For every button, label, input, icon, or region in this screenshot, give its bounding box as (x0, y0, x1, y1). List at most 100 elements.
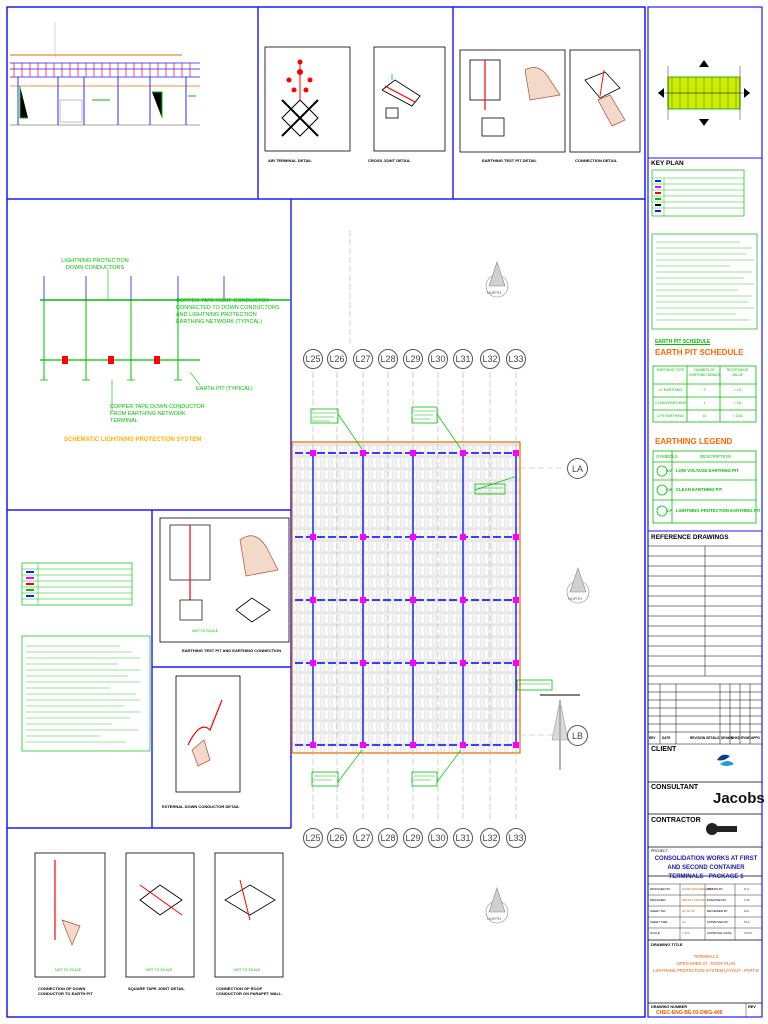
key-plan-label: KEY PLAN (651, 160, 684, 167)
signature-label: SHEET SIZE (650, 920, 668, 924)
project-title: CONSOLIDATION WORKS AT FIRST AND SECOND … (654, 856, 758, 880)
not-to-scale-3: NOT TO SCALE (146, 968, 173, 972)
bottom-details (34, 852, 284, 978)
revision-header: DRAWN (721, 736, 734, 740)
not-to-scale-4: NOT TO SCALE (234, 968, 261, 972)
schematic-label-roof-conductor: COPPER TAPE ROOF CONDUCTOR CONNECTED TO … (176, 298, 280, 325)
not-to-scale-2: NOT TO SCALE (55, 968, 82, 972)
grid-bubble-bottom: L29 (403, 828, 423, 848)
detail-title-cross-joint: CROSS JOINT DETAIL (368, 158, 411, 163)
key-plan (648, 60, 762, 159)
earth-pit-schedule-table (652, 365, 757, 423)
detail-title-connection-earth-pit: CONNECTION OF DOWN CONDUCTOR TO EARTH PI… (38, 986, 93, 996)
revision-header: REV (649, 736, 656, 740)
row-bubble: LB (567, 725, 588, 746)
north-label-1: NORTH (487, 290, 502, 295)
legend-table-left (21, 562, 151, 752)
keyplan-legend (651, 169, 745, 217)
revision-header: APPD (751, 736, 760, 740)
legend-symbol: LV (667, 468, 672, 473)
signature-value-2: A.M. (744, 898, 751, 902)
rev-label: REV (748, 1005, 756, 1009)
grid-bubble-top: L28 (378, 349, 398, 369)
schematic-label-down-conductor: COPPER TAPE DOWN CONDUCTOR FROM EARTHING… (110, 404, 205, 424)
detail-title-test-pit: EARTHING TEST PIT DETAIL (482, 158, 537, 163)
detail-cross-joint (373, 46, 446, 152)
earth-pit-schedule-heading: EARTH PIT SCHEDULE (655, 348, 744, 357)
signature-label: SHEET NO. (650, 909, 667, 913)
earth-pit-cell: 1 (703, 401, 706, 405)
revision-header: CHKD (731, 736, 741, 740)
signature-label: SCALE (650, 931, 660, 935)
signature-value: SELECT PROJECT (682, 898, 709, 902)
grid-bubble-bottom: L33 (506, 828, 526, 848)
grid-bubble-bottom: L26 (327, 828, 347, 848)
drawing-title-line-2: OPEN SHED 07 - ROOF PLAN (676, 961, 736, 966)
signature-value-2: M.K. (744, 909, 751, 913)
detail-title-down-conductor: EXTERNAL DOWN CONDUCTOR DETAIL (162, 804, 240, 809)
revision-header: REVISION DETAILS (690, 736, 720, 740)
detail-title-square-tape-joint: SQUARE TAPE JOINT DETAIL (128, 986, 185, 991)
grid-bubble-top: L30 (428, 349, 448, 369)
earth-pit-header: EARTHING TYPE (656, 368, 685, 372)
drawing-title-line-1: TERMINAL 2 (693, 954, 719, 959)
consultant-logo: Jacobs (713, 790, 765, 807)
detail-air-terminal (264, 46, 351, 152)
signature-value-2: M.A. (744, 920, 751, 924)
general-notes (651, 233, 758, 330)
earth-pit-header: RESISTANCE VALUE (726, 368, 749, 377)
detail-earthing-test-pit (159, 517, 290, 643)
legend-description: LIGHTNING PROTECTION EARTHING PIT (676, 508, 761, 513)
legend-symbol: CE (667, 487, 673, 492)
north-label-3: NORTH (487, 916, 502, 921)
grid-bubble-bottom: L32 (480, 828, 500, 848)
detail-connection (569, 49, 641, 153)
signature-label-2: APPROVED BY (707, 920, 729, 924)
schematic-lps (40, 270, 290, 412)
contractor-label: CONTRACTOR (651, 817, 701, 824)
earth-pit-cell: < 1Ω (733, 388, 742, 392)
client-logo (717, 754, 734, 766)
signature-label-2: CHECKED BY (707, 898, 727, 902)
earthing-legend-heading: EARTHING LEGEND (655, 437, 733, 446)
detail-external-down-conductor (175, 675, 241, 793)
detail-title-connection: CONNECTION DETAIL (575, 158, 618, 163)
drawing-number: CHEC-ENG-BE-03-DWG-406 (656, 1010, 723, 1016)
legend-header-description: DESCRIPTION (700, 454, 731, 459)
earthing-legend-table (652, 450, 757, 524)
schematic-label-earth-pit: EARTH PIT (TYPICAL) (196, 386, 253, 392)
earth-pit-cell: LPS EARTHING (657, 414, 684, 418)
revision-header: DATE (662, 736, 671, 740)
revision-header: RVWD (741, 736, 751, 740)
signature-label-2: APPROVAL DATE (707, 931, 732, 935)
earth-pit-cell: 2 (703, 388, 706, 392)
elevation-view (10, 22, 200, 126)
signature-value: 02 OF 02 (682, 909, 695, 913)
grid-bubble-bottom: L30 (428, 828, 448, 848)
grid-bubble-bottom: L25 (303, 828, 323, 848)
legend-description: CLEAN EARTHING PIT (676, 487, 723, 492)
earth-pit-cell: < 10Ω (732, 414, 743, 418)
drawing-title-label: DRAWING TITLE (651, 942, 683, 947)
legend-symbol: LP (667, 508, 673, 513)
signature-label-2: DRAWN BY (707, 887, 724, 891)
legend-header-symbols: SYMBOLS (656, 454, 678, 459)
grid-bubble-top: L27 (353, 349, 373, 369)
signature-value: 1:200 (682, 931, 690, 935)
reference-drawings-label: REFERENCE DRAWINGS (651, 534, 729, 541)
project-label: PROJECT (651, 849, 668, 853)
legend-description: LOW VOLTAGE EARTHING PIT (676, 468, 739, 473)
grid-bubble-bottom: L27 (353, 828, 373, 848)
earth-pit-schedule-title: EARTH PIT SCHEDULE (655, 339, 711, 345)
grid-bubble-top: L26 (327, 349, 347, 369)
not-to-scale-1: NOT TO SCALE (192, 629, 219, 633)
consultant-label: CONSULTANT (651, 784, 699, 791)
detail-title-air-terminal: AIR TERMINAL DETAIL (268, 158, 312, 163)
reference-drawings-grid (648, 545, 762, 677)
client-label: CLIENT (651, 746, 677, 753)
row-bubble: LA (567, 458, 588, 479)
signature-value: DIGEP ENGINEERING (682, 887, 714, 891)
north-label-2: NORTH (568, 596, 583, 601)
